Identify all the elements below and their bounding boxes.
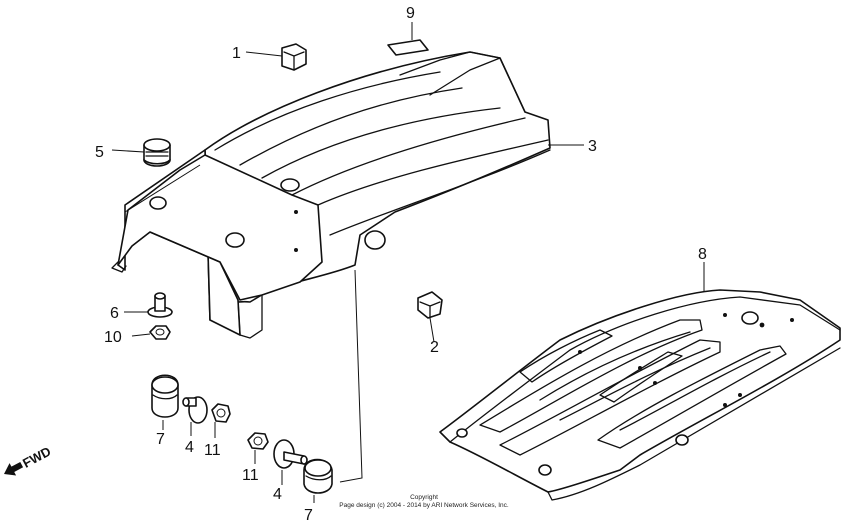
collar-part-6 <box>147 292 173 318</box>
callout-5: 5 <box>95 144 104 161</box>
callout-9: 9 <box>406 5 415 22</box>
nut-part-11-left <box>211 403 231 423</box>
rear-fender-part-3 <box>111 51 551 339</box>
callout-8: 8 <box>698 246 707 263</box>
forward-arrow-icon <box>4 461 24 476</box>
callout-7-left: 7 <box>156 431 165 448</box>
callout-11-bottom: 11 <box>242 467 259 484</box>
nut-part-11-bottom <box>247 432 269 450</box>
callout-2: 2 <box>430 339 439 356</box>
rubber-mount-part-7-bottom <box>303 458 333 494</box>
copyright-line-2: Page design (c) 2004 - 2014 by ARI Netwo… <box>339 502 509 509</box>
plate-part-8 <box>439 289 841 501</box>
callout-1: 1 <box>232 45 241 62</box>
label-part-9 <box>387 39 429 56</box>
bolt-part-4-left <box>182 396 208 424</box>
clip-part-1 <box>281 43 307 71</box>
bolt-part-4-bottom <box>273 439 308 469</box>
forward-direction-indicator: FWD <box>4 444 53 476</box>
copyright-line-1: Copyright <box>410 494 438 501</box>
clip-part-2 <box>417 291 443 319</box>
grommet-part-5 <box>143 138 171 167</box>
callout-11-left: 11 <box>204 442 221 459</box>
callout-7-bottom: 7 <box>304 507 313 524</box>
forward-label: FWD <box>20 444 53 471</box>
leader-lines <box>111 22 705 503</box>
callout-4-left: 4 <box>185 439 194 456</box>
rubber-mount-part-7-left <box>151 374 179 418</box>
nut-part-10 <box>149 325 171 340</box>
callout-3: 3 <box>588 138 597 155</box>
callout-4-bottom: 4 <box>273 486 282 503</box>
callout-10: 10 <box>104 329 122 346</box>
callout-6: 6 <box>110 305 119 322</box>
